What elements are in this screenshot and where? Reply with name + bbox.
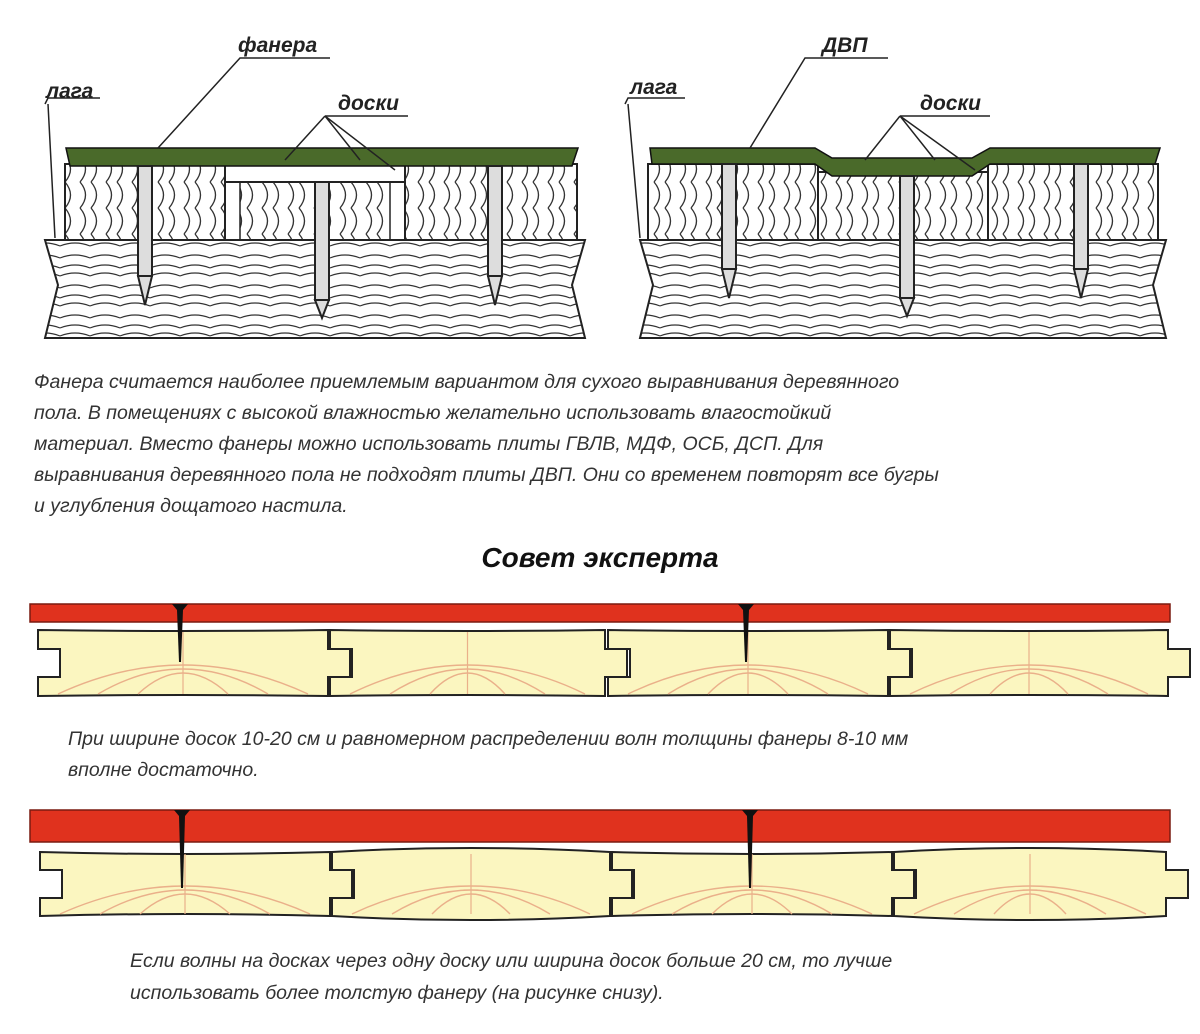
plywood-strip — [29, 809, 1171, 843]
diagram-thin-plywood — [29, 603, 1191, 698]
paragraph-main: Фанера считается наиболее приемлемым вар… — [34, 367, 1184, 522]
diagram-hardboard — [624, 57, 1168, 339]
label-joist-right: лага — [630, 76, 678, 99]
screw — [172, 604, 188, 662]
screw-right — [1072, 163, 1090, 299]
label-joist-left: лага — [46, 80, 94, 103]
board — [331, 847, 633, 921]
paragraph-line: материал. Вместо фанеры можно использова… — [34, 433, 824, 455]
caption-line: При ширине досок 10-20 см и равномерном … — [68, 728, 909, 750]
screw-left — [720, 163, 738, 299]
label-plywood: фанера — [238, 34, 318, 57]
diagram-plywood — [43, 57, 587, 339]
screw — [738, 604, 754, 662]
plywood-sheet — [65, 147, 580, 167]
screw — [174, 810, 190, 888]
screw-right — [486, 165, 504, 306]
screw — [742, 810, 758, 888]
caption-thin: При ширине досок 10-20 см и равномерном … — [68, 724, 1168, 786]
paragraph-line: выравнивания деревянного пола не подходя… — [34, 464, 939, 486]
caption-line: вполне достаточно. — [68, 759, 259, 781]
caption-thick: Если волны на досках через одну доску ил… — [130, 945, 1180, 1009]
diagram-thick-plywood — [29, 809, 1189, 921]
board — [39, 850, 353, 918]
paragraph-line: Фанера считается наиболее приемлемым вар… — [34, 371, 900, 393]
expert-advice-heading: Совет эксперта — [481, 542, 719, 573]
caption-line: использовать более толстую фанеру (на ри… — [130, 982, 664, 1004]
screw-middle — [313, 181, 331, 321]
board — [893, 847, 1189, 921]
plywood-strip — [29, 603, 1171, 623]
screw-middle — [898, 175, 916, 319]
board — [329, 628, 628, 698]
label-boards-left: доски — [338, 92, 399, 115]
caption-line: Если волны на досках через одну доску ил… — [130, 950, 893, 972]
paragraph-line: пола. В помещениях с высокой влажностью … — [34, 402, 832, 424]
board — [611, 850, 915, 918]
label-boards-right: доски — [920, 92, 981, 115]
board — [607, 628, 911, 698]
hardboard-sheet — [649, 147, 1162, 177]
paragraph-line: и углубления дощатого настила. — [34, 495, 348, 517]
board — [889, 628, 1191, 698]
label-hardboard: ДВП — [822, 34, 868, 57]
board — [37, 628, 351, 698]
screw-left — [136, 165, 154, 306]
